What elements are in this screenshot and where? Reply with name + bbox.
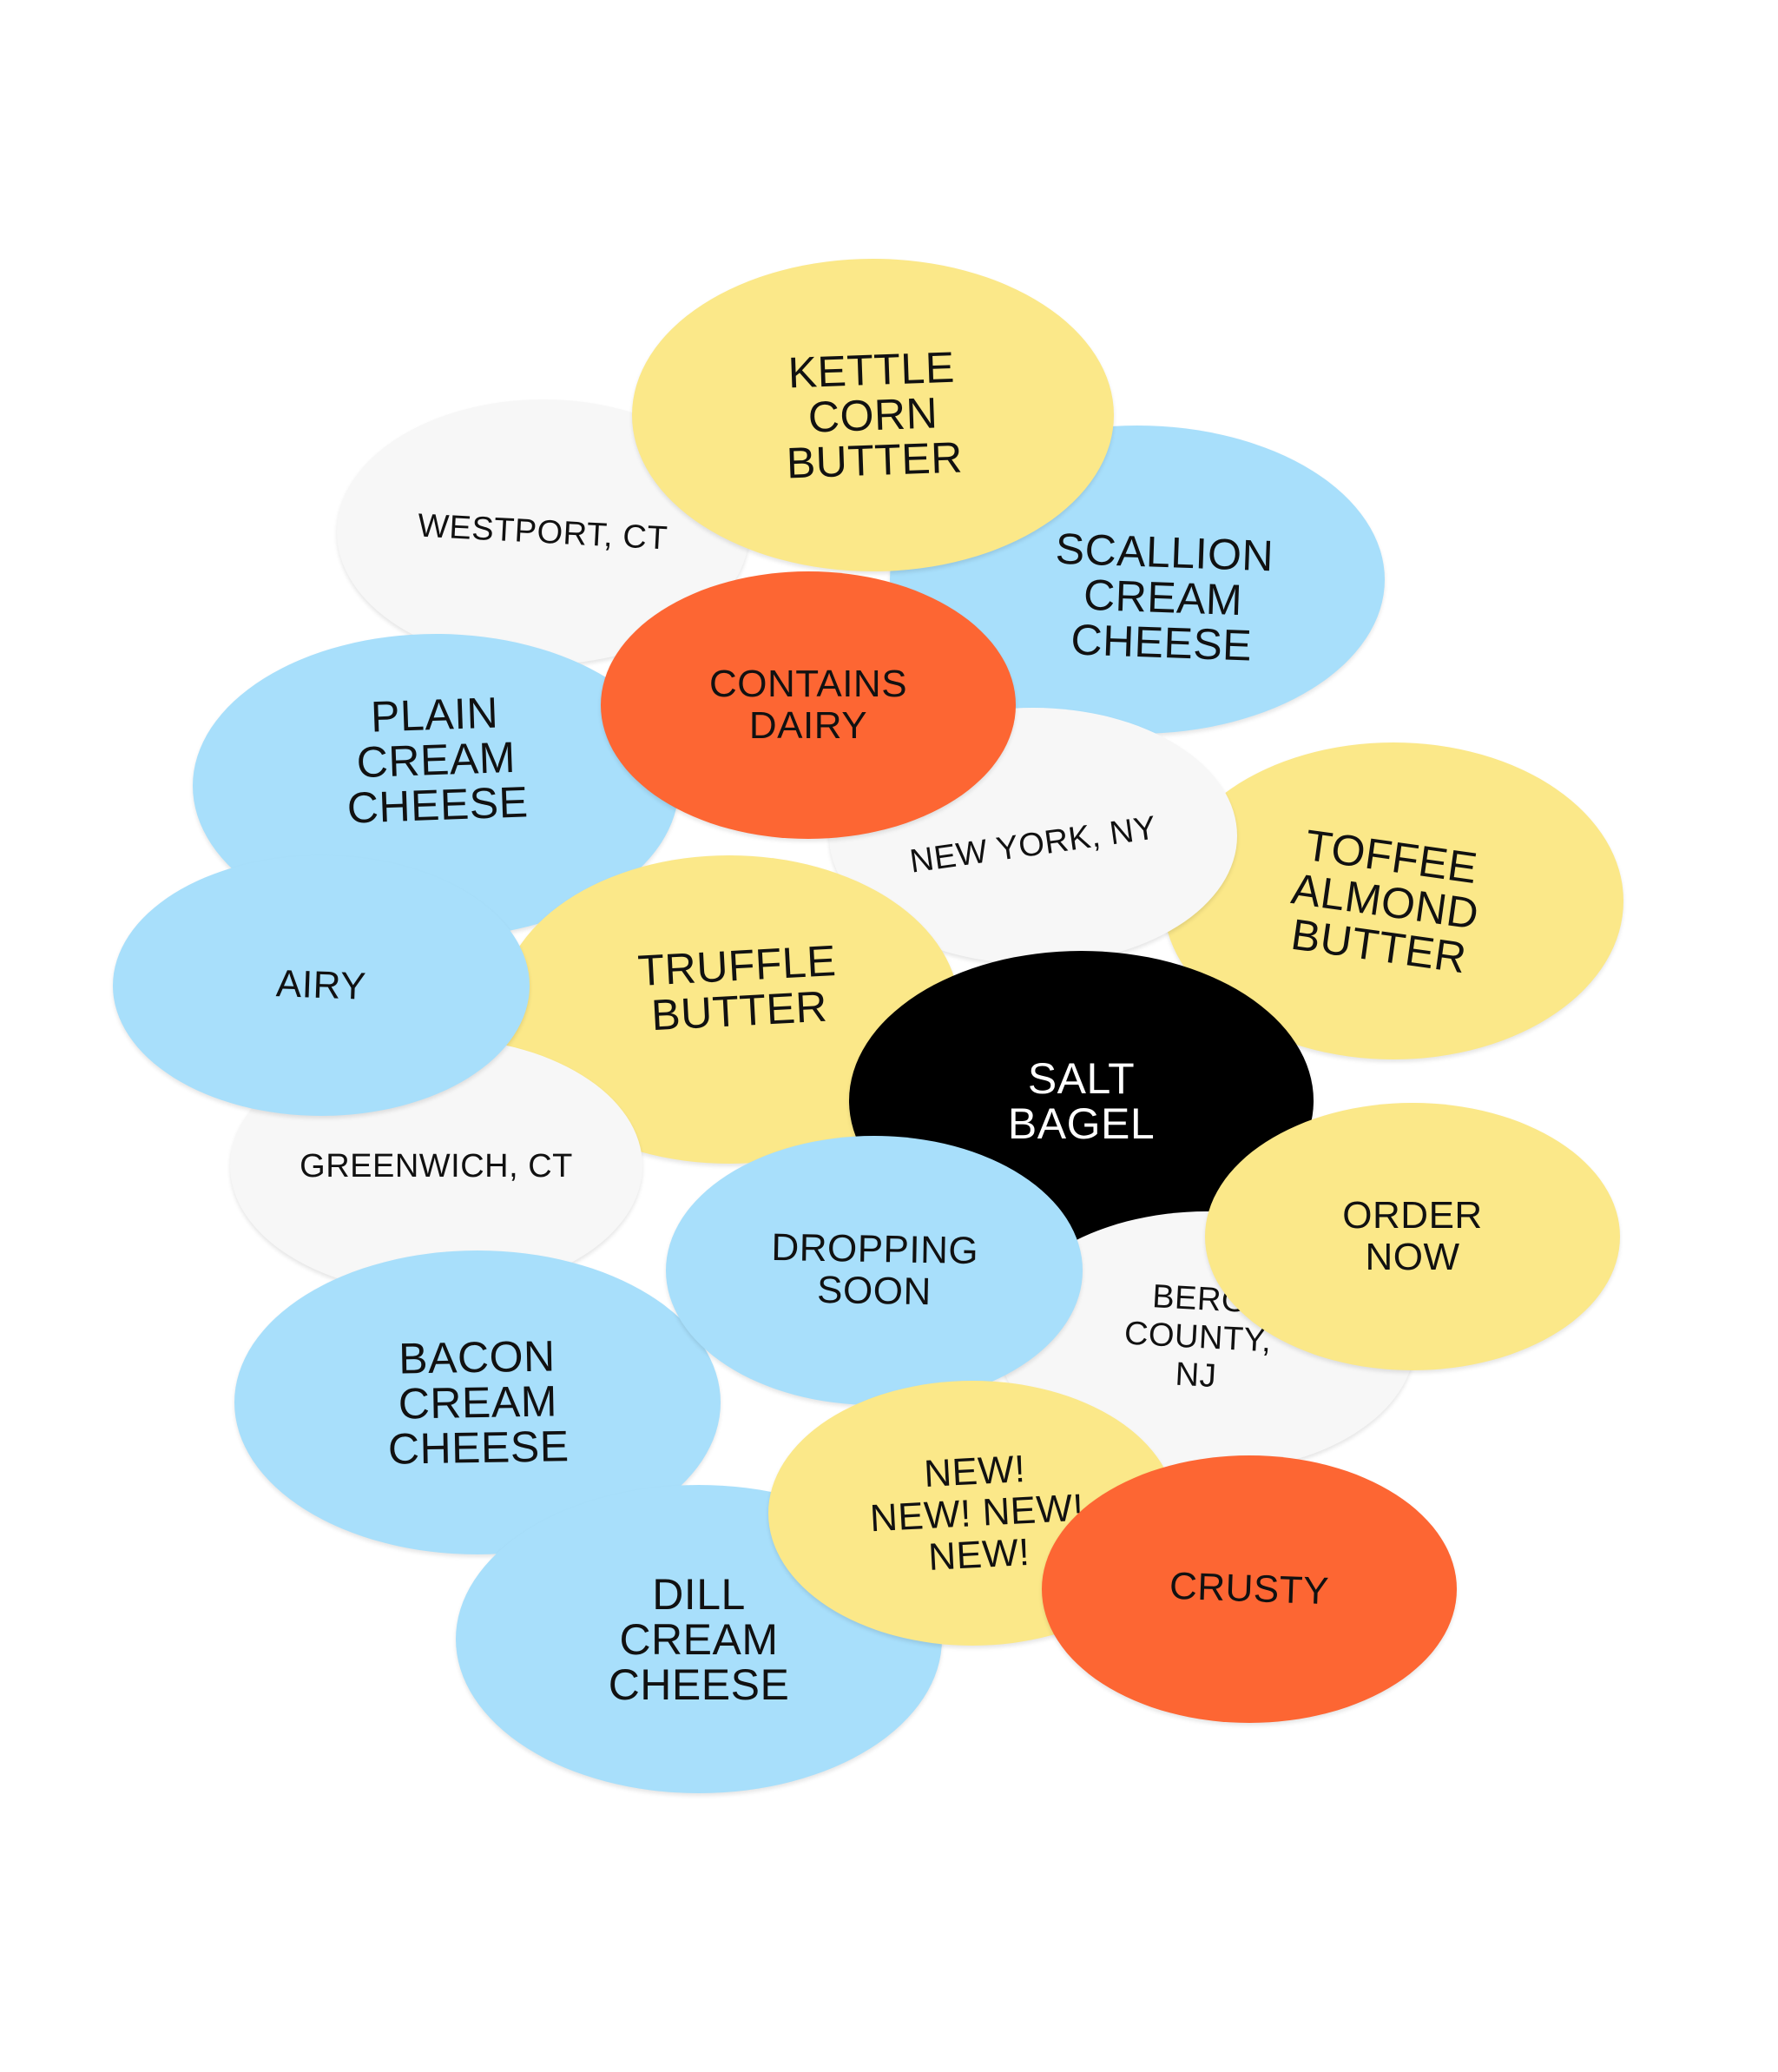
sticker-crusty-label: CRUSTY: [1169, 1564, 1330, 1613]
sticker-dill-cream-cheese: DILL CREAM CHEESE: [456, 1485, 942, 1793]
sticker-order-now-label: ORDER NOW: [1342, 1194, 1483, 1278]
sticker-westport-label: WESTPORT, CT: [417, 506, 669, 558]
sticker-dill-label: DILL CREAM CHEESE: [608, 1569, 790, 1709]
sticker-dropping-soon: DROPPING SOON: [666, 1136, 1083, 1405]
sticker-new-york-label: NEW YORK, NY: [907, 808, 1159, 881]
sticker-bacon-label: BACON CREAM CHEESE: [387, 1331, 570, 1474]
sticker-airy-label: AIRY: [275, 962, 367, 1008]
sticker-order-now: ORDER NOW: [1205, 1103, 1620, 1370]
sticker-dropping-soon-label: DROPPING SOON: [770, 1225, 979, 1314]
sticker-plain-label: PLAIN CREAM CHEESE: [346, 688, 530, 833]
sticker-kettle-corn-butter: KETTLE CORN BUTTER: [632, 259, 1114, 571]
sticker-toffee-label: TOFFEE ALMOND BUTTER: [1287, 820, 1482, 982]
sticker-scallion-label: SCALLION CREAM CHEESE: [1055, 524, 1275, 670]
sticker-contains-dairy-label: CONTAINS DAIRY: [708, 663, 908, 747]
sticker-airy: AIRY: [113, 855, 530, 1116]
sticker-contains-dairy: CONTAINS DAIRY: [601, 571, 1016, 839]
sticker-truffle-label: TRUFFLE BUTTER: [636, 935, 838, 1039]
sticker-kettle-corn-label: KETTLE CORN BUTTER: [785, 342, 964, 488]
sticker-greenwich-label: GREENWICH, CT: [300, 1147, 573, 1184]
sticker-crusty: CRUSTY: [1042, 1455, 1457, 1723]
sticker-salt-bagel-label: SALT BAGEL: [1007, 1053, 1156, 1148]
